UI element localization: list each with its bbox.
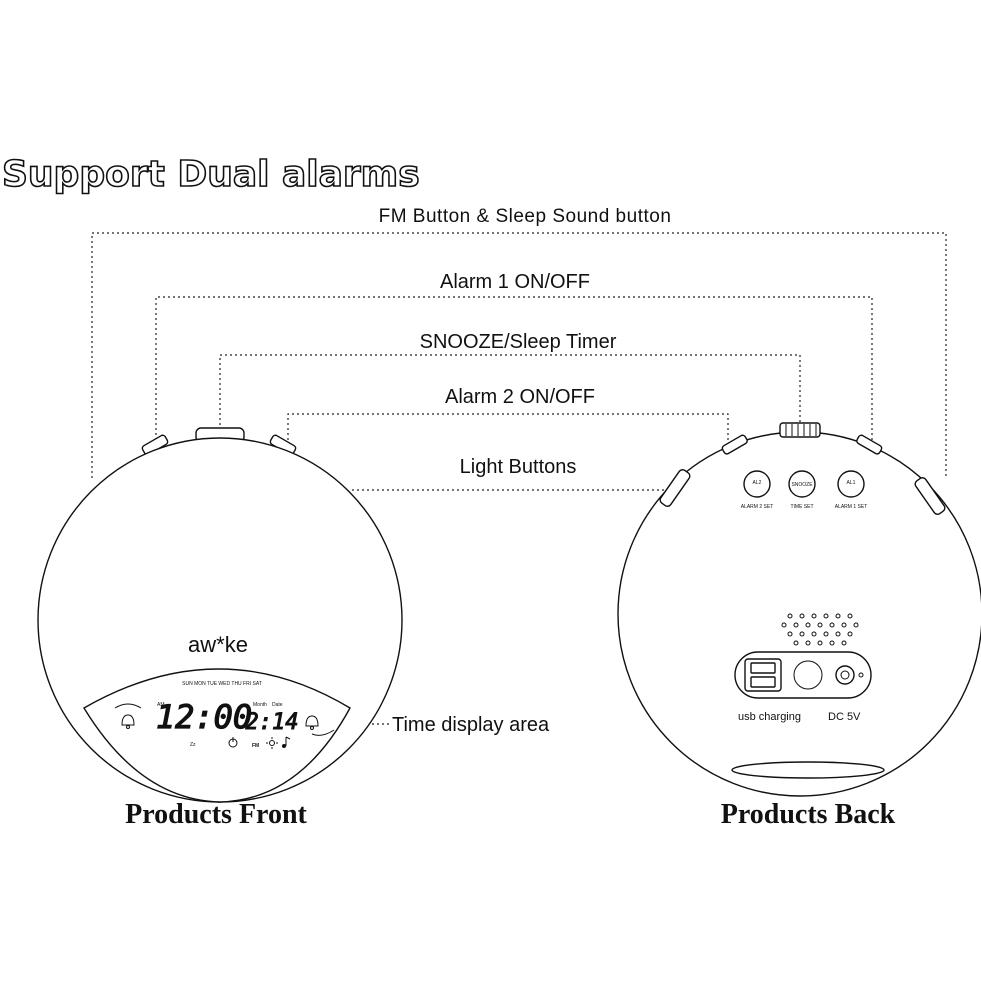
front-month-label: Month xyxy=(253,702,267,708)
front-zz-label: Zz xyxy=(190,742,196,748)
back-upper-right-button xyxy=(856,434,883,455)
al2-button xyxy=(743,470,771,498)
back-volume-rocker xyxy=(914,477,946,515)
al1-button xyxy=(837,470,865,498)
grille-hole xyxy=(841,622,847,628)
grille-hole xyxy=(829,640,835,646)
back-upper-left-button xyxy=(721,434,748,455)
callout-alarm2: Alarm 2 ON/OFF xyxy=(445,386,595,408)
back-base xyxy=(731,761,885,779)
callout-snooze: SNOOZE/Sleep Timer xyxy=(420,331,617,353)
al1-set-label: ALARM 1 SET xyxy=(835,504,868,510)
grille-hole xyxy=(811,631,817,637)
grille-hole xyxy=(835,613,841,619)
usb-port-bottom xyxy=(750,676,776,688)
grille-hole xyxy=(823,631,829,637)
front-date-label: Date xyxy=(272,702,283,708)
time-set-label: TIME SET xyxy=(790,504,813,510)
al2-set-label: ALARM 2 SET xyxy=(741,504,774,510)
grille-hole xyxy=(847,613,853,619)
grille-hole xyxy=(787,631,793,637)
alarm-bell-left-icon xyxy=(114,703,142,729)
grille-hole xyxy=(853,622,859,628)
snooze-button-label: SNOOZE xyxy=(791,482,813,488)
grille-hole xyxy=(781,622,787,628)
power-icon xyxy=(228,737,238,748)
front-fm-label: FM xyxy=(252,743,259,749)
grille-hole xyxy=(829,622,835,628)
dc-5v-label: DC 5V xyxy=(828,711,861,723)
grille-hole xyxy=(787,613,793,619)
sun-icon xyxy=(266,737,278,749)
top-knob-ridges xyxy=(785,424,817,436)
dc-jack xyxy=(835,665,855,685)
back-light-rocker xyxy=(659,469,691,507)
grille-hole xyxy=(817,640,823,646)
callout-light: Light Buttons xyxy=(460,456,577,478)
page-title: Support Dual alarms xyxy=(2,154,420,195)
callout-line-light xyxy=(352,484,673,491)
grille-hole xyxy=(841,640,847,646)
al1-button-label: AL1 xyxy=(847,480,856,486)
callout-line-snooze xyxy=(219,354,801,430)
alarm-bell-right-icon xyxy=(305,715,335,736)
snooze-button xyxy=(788,470,816,498)
grille-hole xyxy=(835,631,841,637)
front-date: 2:14 xyxy=(246,710,299,735)
back-caption: Products Back xyxy=(721,799,896,830)
usb-port-top xyxy=(750,662,776,674)
grille-hole xyxy=(811,613,817,619)
callout-alarm1: Alarm 1 ON/OFF xyxy=(440,271,590,293)
music-note-icon xyxy=(282,736,291,748)
reset-circle xyxy=(793,660,823,690)
product-back: AL2 SNOOZE AL1 ALARM 2 SET TIME SET ALAR… xyxy=(617,422,981,797)
front-am-label: AM xyxy=(157,702,165,708)
front-days: SUN MON TUE WED THU FRI SAT xyxy=(182,681,262,687)
grille-hole xyxy=(799,613,805,619)
grille-hole xyxy=(793,622,799,628)
al2-button-label: AL2 xyxy=(753,480,762,486)
led-indicator xyxy=(858,672,864,678)
callout-line-alarm1 xyxy=(155,296,873,440)
dc-jack-inner xyxy=(840,670,850,680)
grille-hole xyxy=(805,640,811,646)
callout-time-display: Time display area xyxy=(392,714,550,736)
front-brand: aw*ke xyxy=(188,632,248,657)
callout-fm-sleep: FM Button & Sleep Sound button xyxy=(379,206,672,227)
front-caption: Products Front xyxy=(125,799,307,830)
grille-hole xyxy=(817,622,823,628)
grille-hole xyxy=(793,640,799,646)
grille-hole xyxy=(823,613,829,619)
callout-line-alarm2 xyxy=(287,413,729,448)
front-display-panel xyxy=(83,668,351,803)
grille-hole xyxy=(805,622,811,628)
callout-line-fm xyxy=(91,232,947,478)
front-time: 12:00 xyxy=(156,698,252,736)
grille-hole xyxy=(799,631,805,637)
usb-charging-label: usb charging xyxy=(738,711,801,723)
speaker-grille xyxy=(781,613,859,646)
grille-hole xyxy=(847,631,853,637)
product-front: aw*ke SUN MON TUE WED THU FRI SAT AM 12:… xyxy=(37,427,403,803)
